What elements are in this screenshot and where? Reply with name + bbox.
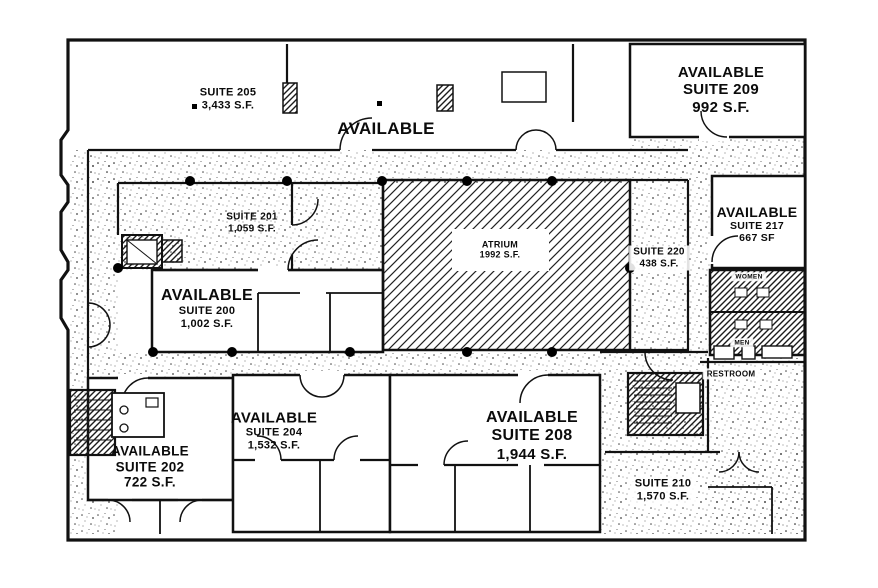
room-suite-209 [628,42,807,139]
room-label-suite-202: AVAILABLE SUITE 202 722 S.F. [111,444,189,491]
suite-202-area: 722 S.F. [124,474,176,490]
suite-217-area: 667 SF [739,232,775,245]
suite-209-name: SUITE 209 [682,81,760,99]
interior-walls [86,44,805,534]
suite-208-status: AVAILABLE [486,408,578,426]
suite-217-status: AVAILABLE [716,203,798,220]
room-label-suite-208: AVAILABLE SUITE 208 1,944 S.F. [486,409,578,463]
suite-220-name: SUITE 220 [633,246,685,258]
suite-208-name: SUITE 208 [491,427,573,445]
suite-210-area: 1,570 S.F. [636,490,690,502]
room-label-suite-205: SUITE 205 3,433 S.F. [200,86,257,111]
suite-201-name: SUITE 201 [226,211,278,223]
suite-200-name: SUITE 200 [178,305,236,318]
suite-200-area: 1,002 S.F. [180,318,234,331]
women-label: WOMEN [735,273,763,281]
suite-202-status: AVAILABLE [111,443,189,459]
suite-204-name: SUITE 204 [245,426,303,439]
column-dots [113,176,635,357]
suite-210-name: SUITE 210 [634,477,692,490]
room-suite-208 [388,373,602,534]
atrium-name: ATRIUM [481,239,519,250]
room-label-suite-210: SUITE 210 1,570 S.F. [630,476,696,504]
door-gaps [118,133,729,382]
atrium-area [381,178,632,352]
door-arcs [87,110,760,523]
restroom-block [708,268,807,360]
men-label: MEN [734,339,750,347]
suite-209-status: AVAILABLE [677,64,765,82]
restroom-label-women: WOMEN [731,272,767,282]
suite-220-area: 438 S.F. [639,258,679,269]
suite-204-area: 1,532 S.F. [247,439,301,452]
room-label-available-top: AVAILABLE [337,119,434,139]
room-label-suite-200: AVAILABLE SUITE 200 1,002 S.F. [161,287,253,331]
suite-209-area: 992 S.F. [692,98,750,116]
stairwell-bottom-left [68,388,165,457]
suite-205-name: SUITE 205 [199,86,257,99]
room-suite-217 [710,174,807,270]
room-label-suite-220: SUITE 220 438 S.F. [629,245,689,271]
suite-205-area: 3,433 S.F. [201,99,255,111]
hatched-columns [282,71,547,114]
room-label-suite-204: AVAILABLE SUITE 204 1,532 S.F. [231,410,317,453]
room-label-suite-201: SUITE 201 1,059 S.F. [226,212,278,235]
suite-217-name: SUITE 217 [729,219,785,232]
room-label-suite-209: AVAILABLE SUITE 209 992 S.F. [678,64,764,116]
restroom-label-men: MEN [730,338,754,348]
available-rooms [86,42,807,534]
elevator [121,234,183,269]
atrium-area: 1992 S.F. [479,250,521,260]
restroom-label: RESTROOM [702,368,760,380]
wall-markers [192,101,382,109]
room-suite-200 [150,268,385,354]
stairwell-bottom-right [626,371,705,437]
atrium-label-box [452,229,549,271]
restroom-text: RESTROOM [706,369,756,379]
suite-208-area: 1,944 S.F. [496,445,568,463]
available-top-status: AVAILABLE [337,119,435,139]
suite-200-status: AVAILABLE [161,287,253,305]
room-label-atrium: ATRIUM 1992 S.F. [480,240,521,261]
building-outline [59,38,807,542]
suite-201-area: 1,059 S.F. [227,223,277,234]
room-suite-204 [231,373,392,534]
suite-204-status: AVAILABLE [230,409,318,427]
suite-202-name: SUITE 202 [115,459,185,475]
room-label-suite-217: AVAILABLE SUITE 217 667 SF [717,204,798,244]
stipple-regions [70,137,805,534]
